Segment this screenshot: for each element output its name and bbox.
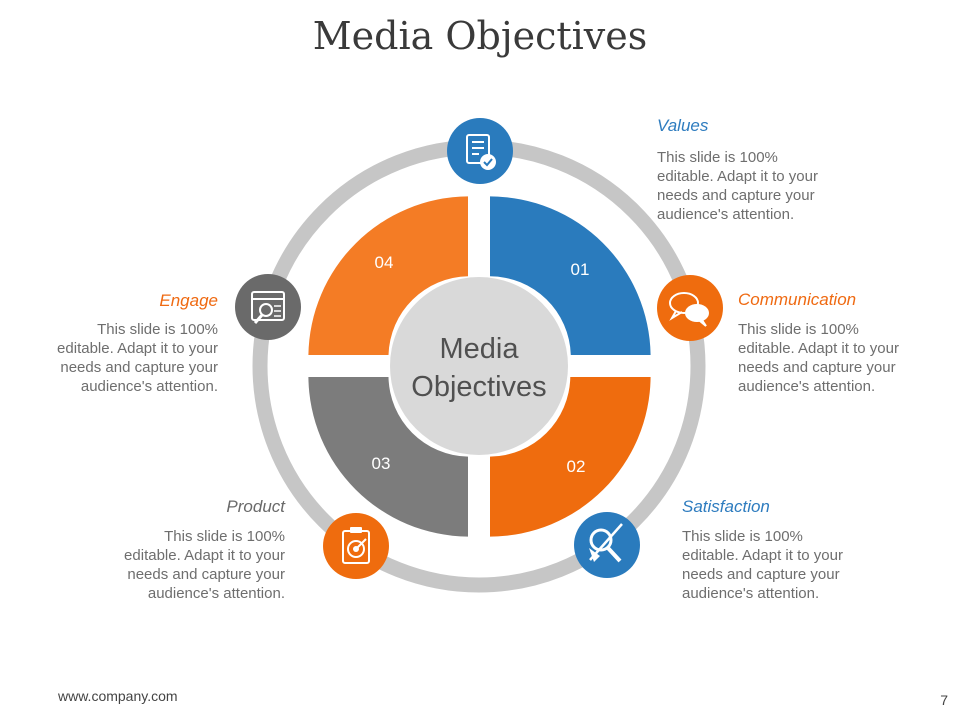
product-label: Product	[226, 497, 285, 516]
segment-number-01: 01	[571, 260, 590, 279]
magnifier-pen-icon	[574, 512, 640, 578]
checklist-icon	[447, 118, 513, 184]
page-number: 7	[940, 692, 948, 708]
values-label: Values	[657, 116, 709, 135]
values-description: This slide is 100% editable. Adapt it to…	[657, 149, 818, 223]
segment-number-02: 02	[567, 457, 586, 476]
satisfaction-description: This slide is 100% editable. Adapt it to…	[682, 528, 843, 602]
segment-01	[490, 196, 651, 355]
segment-03	[308, 377, 468, 537]
communication-description: This slide is 100% editable. Adapt it to…	[738, 321, 899, 395]
satisfaction-label: Satisfaction	[682, 497, 770, 516]
segment-04	[308, 196, 468, 355]
footer-url: www.company.com	[58, 688, 178, 704]
engage-description: This slide is 100% editable. Adapt it to…	[57, 321, 218, 395]
chat-bubbles-icon	[657, 275, 723, 341]
communication-label: Communication	[738, 290, 857, 309]
browser-search-icon	[235, 274, 301, 340]
target-clipboard-icon	[323, 513, 389, 579]
center-circle	[390, 277, 568, 455]
product-description: This slide is 100% editable. Adapt it to…	[124, 528, 285, 602]
segment-number-03: 03	[372, 454, 391, 473]
segment-number-04: 04	[375, 253, 394, 272]
center-text-line1: Media	[440, 333, 520, 365]
segment-02	[490, 377, 651, 537]
engage-label: Engage	[159, 291, 218, 310]
slide-title: Media Objectives	[312, 14, 648, 58]
center-text-line2: Objectives	[411, 371, 546, 403]
